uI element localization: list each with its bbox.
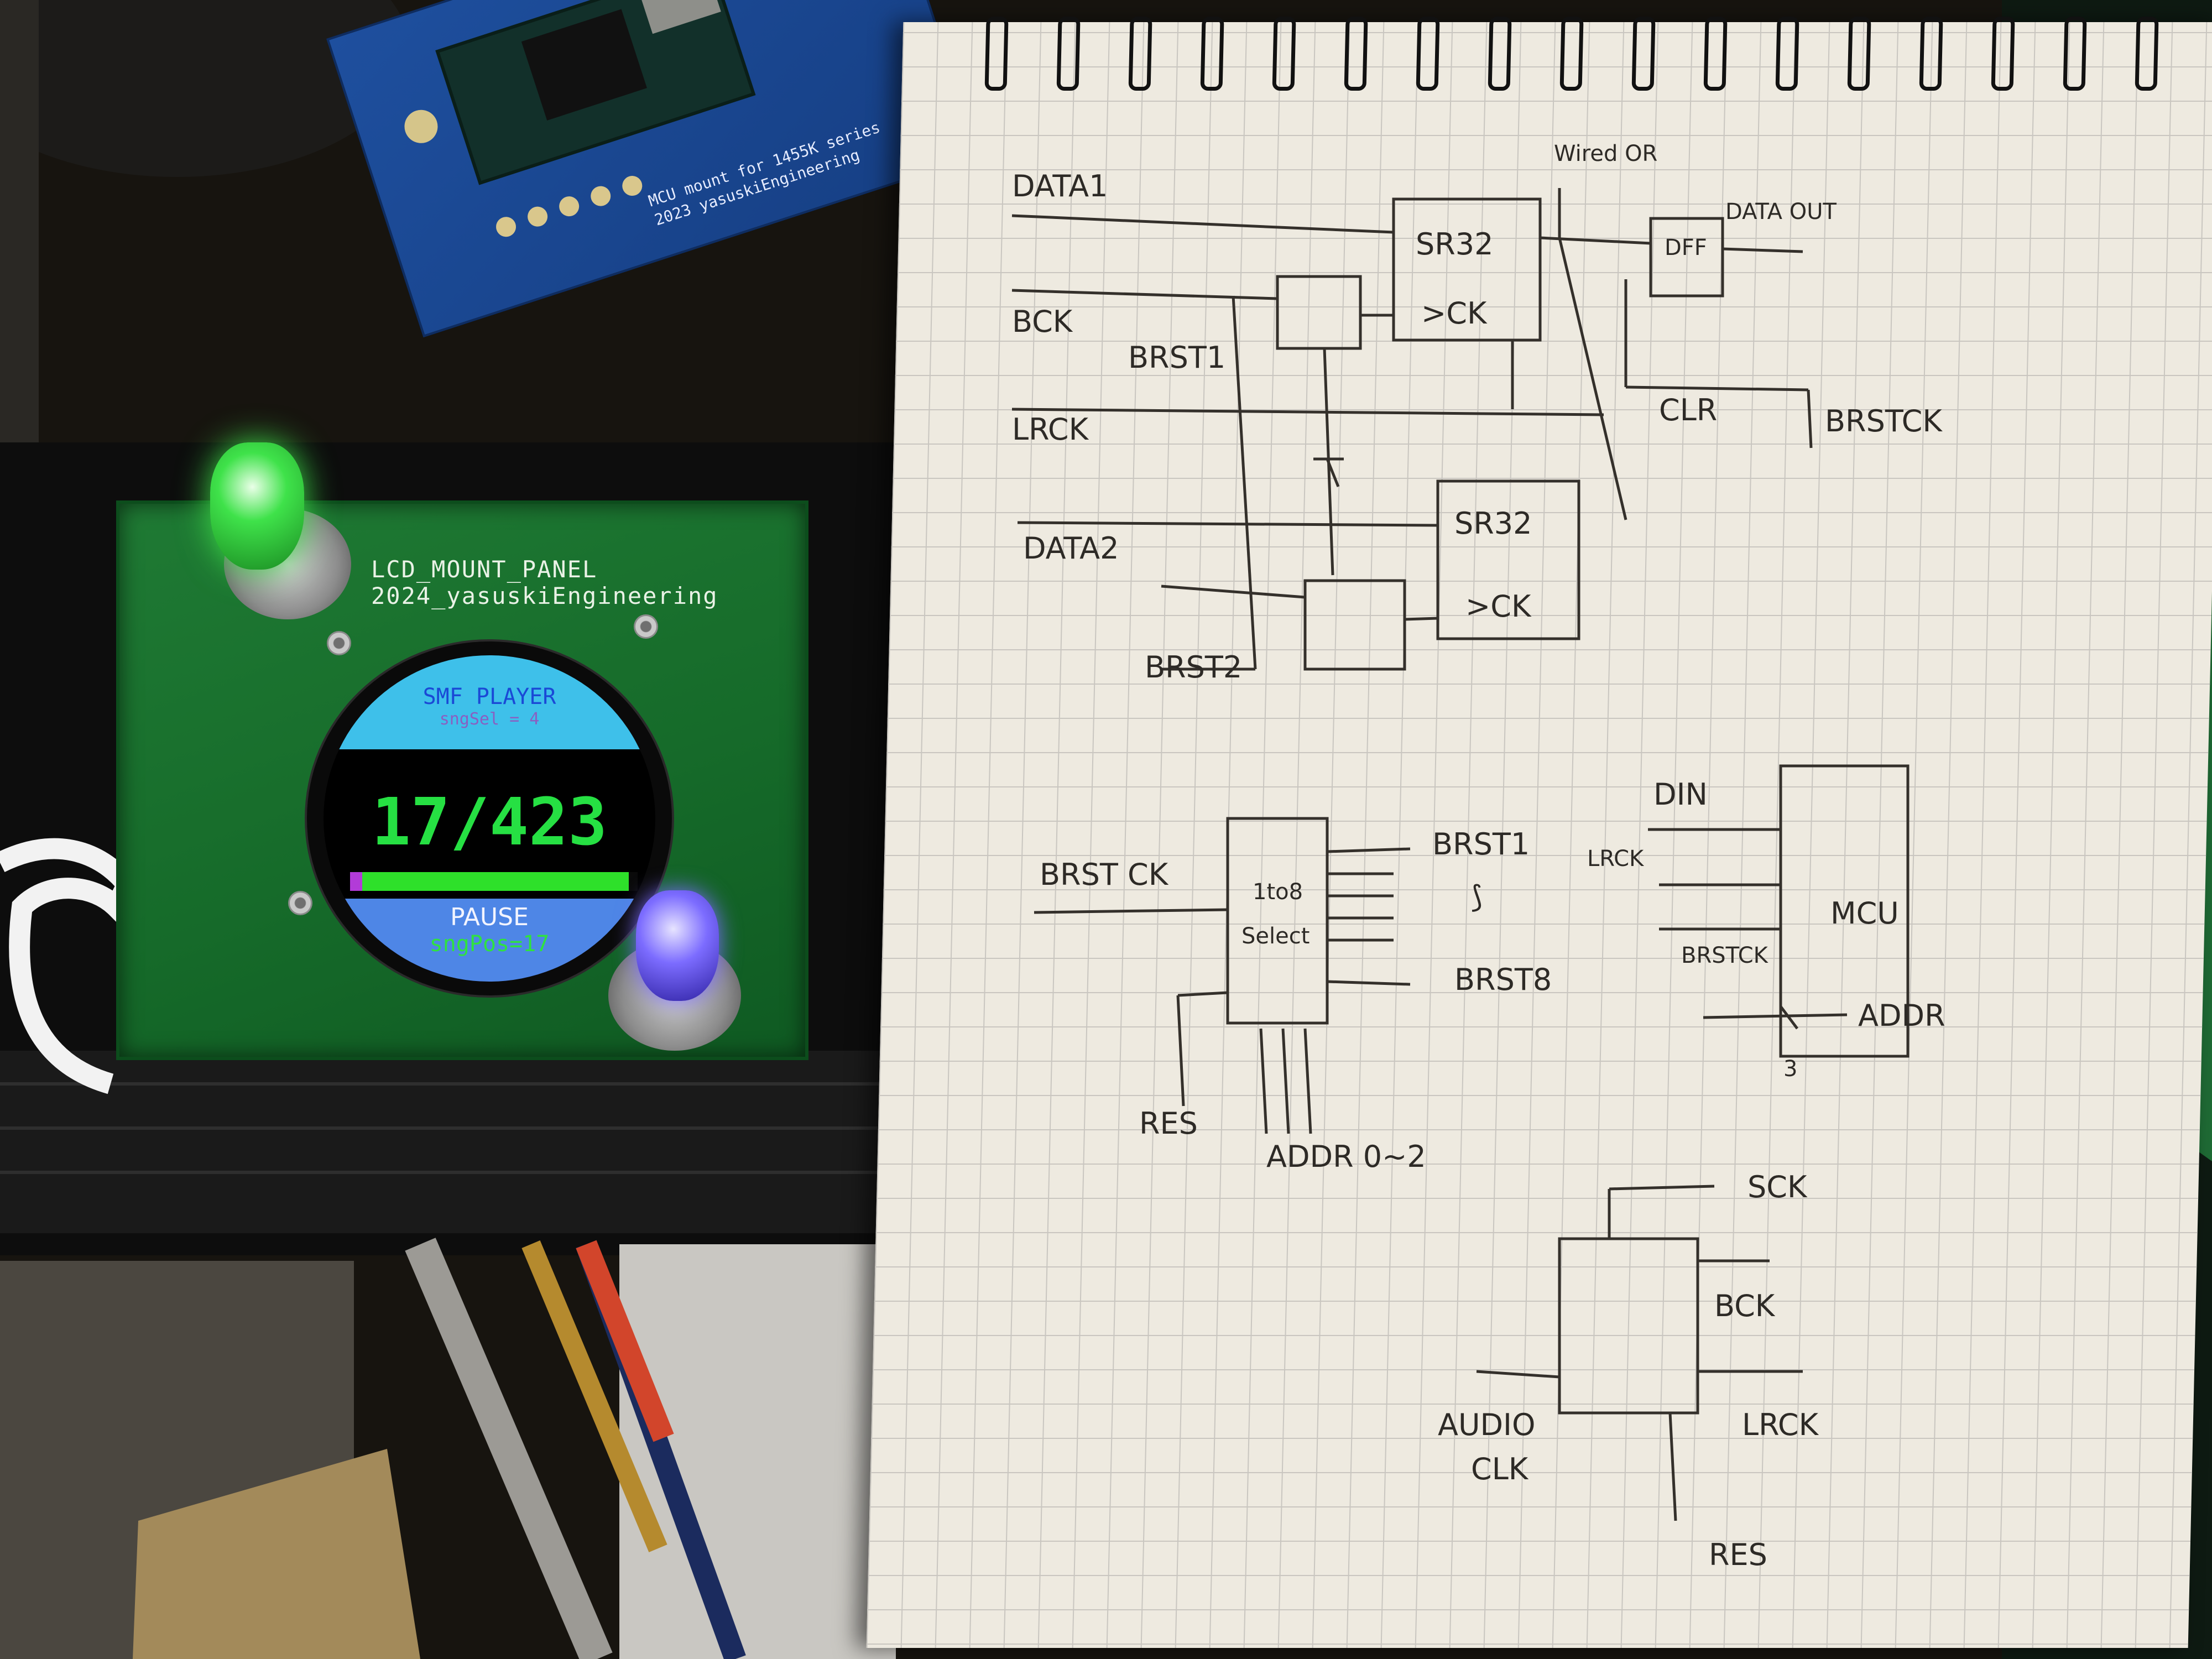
label-ck-a: >CK [1421,296,1487,331]
mcu-board: MCU mount for 1455K series 2023 yasuskiE… [326,0,980,338]
label-dff: DFF [1665,235,1707,260]
label-sck: SCK [1747,1170,1807,1204]
lcd-progress-marker [350,872,362,891]
label-res-2: RES [1139,1106,1198,1141]
label-brst-dots: ⟆ [1471,879,1483,914]
label-data-out: DATA OUT [1725,199,1837,225]
label-brst1: BRST1 [1128,340,1226,375]
circuit-2-wires [1034,817,1411,1134]
led-knob-top[interactable] [210,442,304,570]
led-knob-bottom[interactable] [636,890,719,1001]
label-res-4: RES [1709,1537,1767,1572]
lcd-song-counter: 17/423 [371,784,608,860]
circuit-4-wires [1476,1185,1803,1521]
label-din: DIN [1653,777,1708,812]
label-brstck-3: BRSTCK [1681,943,1768,968]
label-select-2: Select [1241,924,1310,949]
lcd-play-status: PAUSE [450,903,529,931]
round-lcd-bezel: SMF PLAYER sngSel = 4 17/423 PAUSE sngPo… [305,639,674,998]
panel-label: LCD_MOUNT_PANEL [371,556,598,583]
mcu-board-components [404,0,756,237]
lcd-header: SMF PLAYER sngSel = 4 [324,655,655,749]
label-brst1-out: BRST1 [1432,827,1530,862]
label-sr32-a: SR32 [1416,227,1494,262]
label-brst8-out: BRST8 [1454,962,1552,997]
label-wired-or: Wired OR [1554,141,1658,166]
circuit-3-wires [1648,764,1910,1058]
label-addr-0-2: ADDR 0~2 [1266,1139,1426,1174]
lcd-progress-fill [350,872,629,891]
label-bck-4: BCK [1714,1288,1775,1323]
label-select-1: 1to8 [1253,879,1303,905]
label-brst2: BRST2 [1145,650,1243,685]
screw-top-left [327,631,351,655]
label-lrck-4: LRCK [1742,1407,1819,1442]
lcd-song-select: sngSel = 4 [439,709,540,729]
label-lrck-3: LRCK [1587,846,1644,872]
lcd-mount-panel: LCD_MOUNT_PANEL 2024_yasuskiEngineering … [116,500,808,1060]
label-data2: DATA2 [1023,531,1119,566]
screw-top-right [634,614,658,639]
label-ck-b: >CK [1465,589,1531,624]
lcd-footer: PAUSE sngPos=17 [324,899,655,982]
label-mcu: MCU [1830,896,1899,931]
label-audio: AUDIO [1438,1407,1536,1442]
label-lrck: LRCK [1012,412,1089,447]
lcd-title: SMF PLAYER [422,684,556,709]
label-bck: BCK [1012,304,1073,339]
label-addr-3: ADDR [1858,998,1945,1033]
lcd-progress-bar [350,872,638,891]
label-sr32-b: SR32 [1454,506,1532,541]
panel-credit: 2024_yasuskiEngineering [371,582,718,609]
label-bus-width: 3 [1783,1056,1798,1082]
round-lcd-screen: SMF PLAYER sngSel = 4 17/423 PAUSE sngPo… [324,655,655,982]
lcd-song-position: sngPos=17 [429,931,550,957]
label-data1: DATA1 [1012,169,1108,204]
label-clk: CLK [1471,1452,1528,1486]
circuit-1-wires [1011,188,1813,671]
label-brstck: BRSTCK [1825,404,1942,439]
screw-bottom-left [288,891,312,915]
label-clr: CLR [1659,393,1718,427]
label-brst-ck: BRST CK [1040,857,1168,892]
